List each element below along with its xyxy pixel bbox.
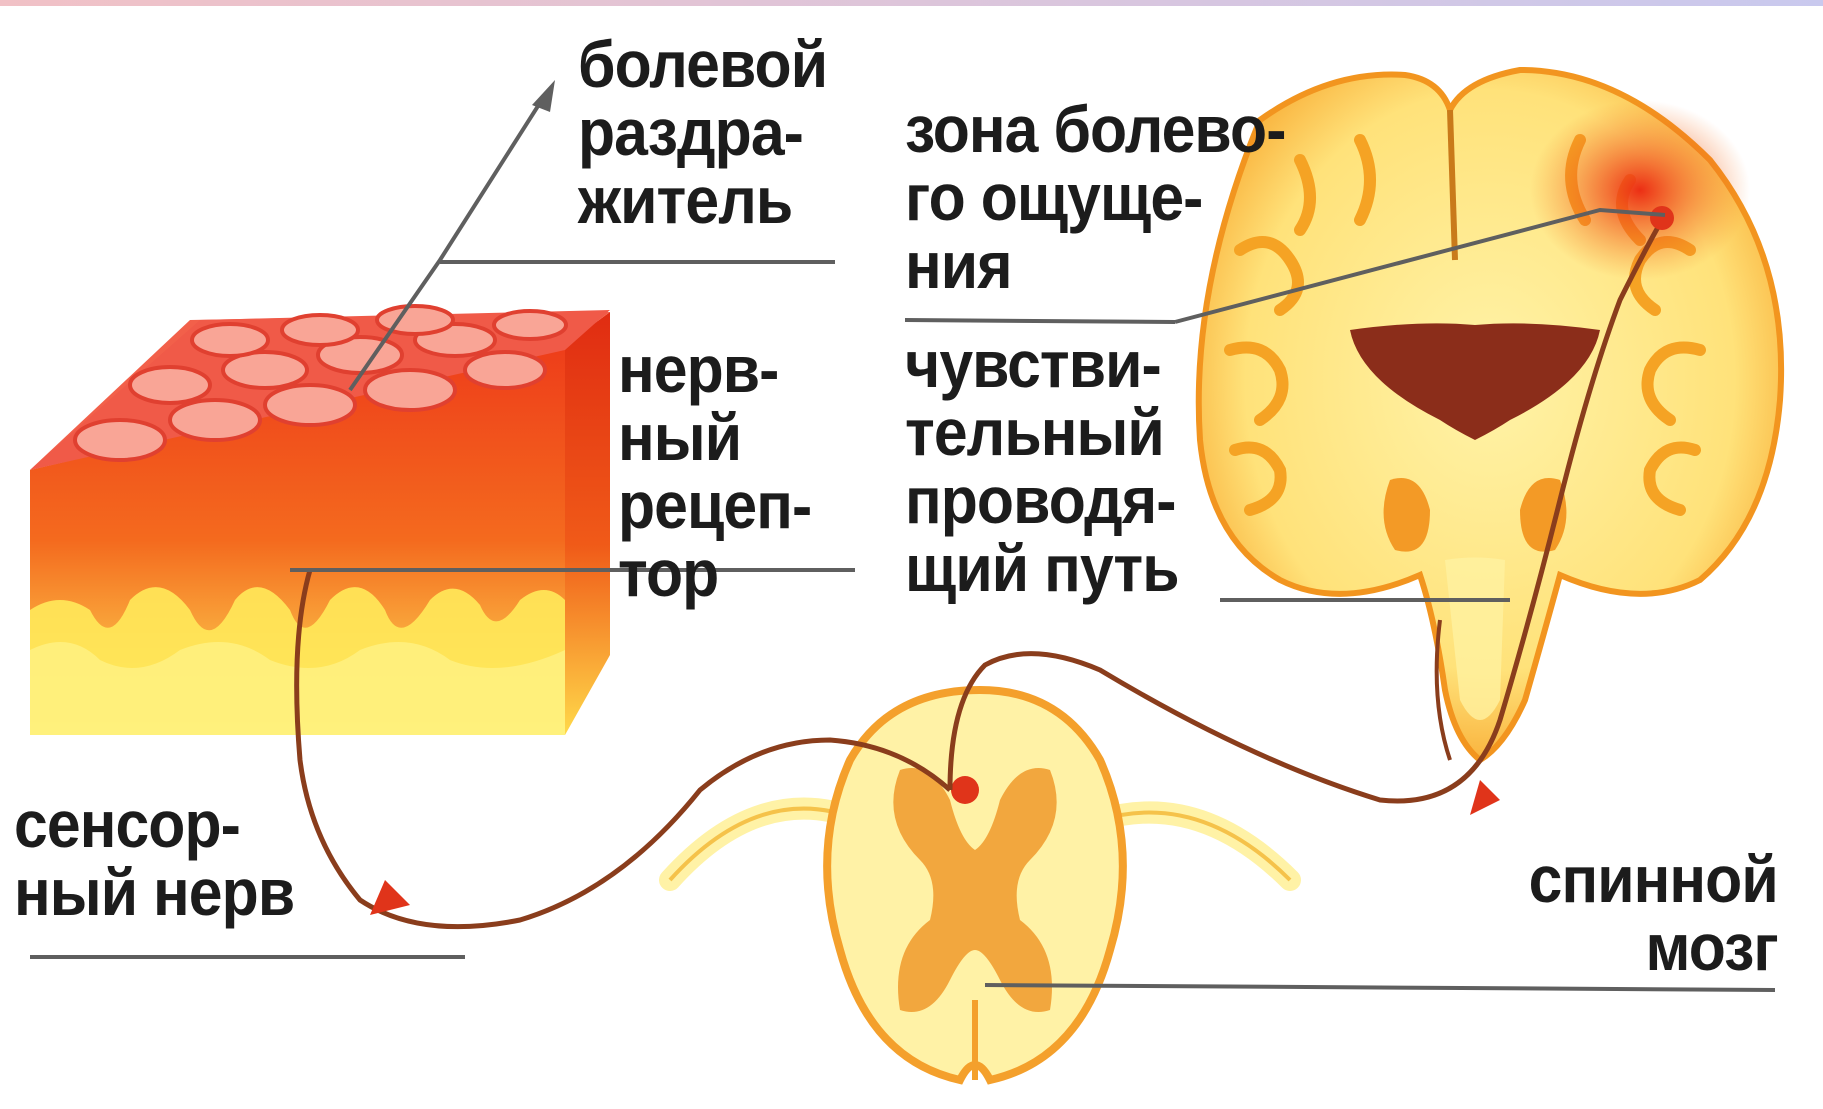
label-line: спинной (1529, 845, 1778, 913)
skin-side-face (565, 312, 610, 735)
label-line: го ощуще- (905, 163, 1286, 231)
label-line: болевой (578, 30, 827, 98)
label-line: нерв- (618, 335, 811, 403)
spinal-cord-leader (985, 985, 1775, 990)
label-line: раздра- (578, 98, 827, 166)
label-line: мозг (1529, 913, 1778, 981)
label-nerve-receptor: нерв- ный рецеп- тор (618, 335, 811, 607)
label-line: щий путь (905, 534, 1179, 602)
label-line: ный нерв (14, 858, 294, 926)
label-line: проводя- (905, 466, 1179, 534)
label-pain-sensation-zone: зона болево- го ощуще- ния (905, 95, 1286, 299)
label-line: рецеп- (618, 471, 811, 539)
top-band (0, 0, 1823, 6)
label-spinal-cord: спинной мозг (1529, 845, 1778, 981)
spinal-cord-synapse (951, 776, 979, 804)
label-line: тор (618, 539, 811, 607)
spinal-cord (670, 690, 1290, 1080)
brain (1199, 70, 1781, 760)
sensory-nerve-arrowhead (370, 880, 410, 915)
label-sensory-pathway: чувстви- тельный проводя- щий путь (905, 330, 1179, 602)
label-line: зона болево- (905, 95, 1286, 163)
brain-target-dot (1650, 206, 1674, 230)
label-line: ный (618, 403, 811, 471)
pain-zone-highlight (1530, 100, 1750, 280)
label-line: житель (578, 166, 827, 234)
label-pain-stimulus: болевой раздра- житель (578, 30, 827, 234)
spinal-arrowhead (1470, 780, 1500, 815)
pain-zone-underline (905, 320, 1175, 322)
label-line: чувстви- (905, 330, 1179, 398)
skin-block (30, 306, 610, 735)
label-sensory-nerve: сенсор- ный нерв (14, 790, 294, 926)
label-line: тельный (905, 398, 1179, 466)
label-line: сенсор- (14, 790, 294, 858)
label-line: ния (905, 231, 1286, 299)
